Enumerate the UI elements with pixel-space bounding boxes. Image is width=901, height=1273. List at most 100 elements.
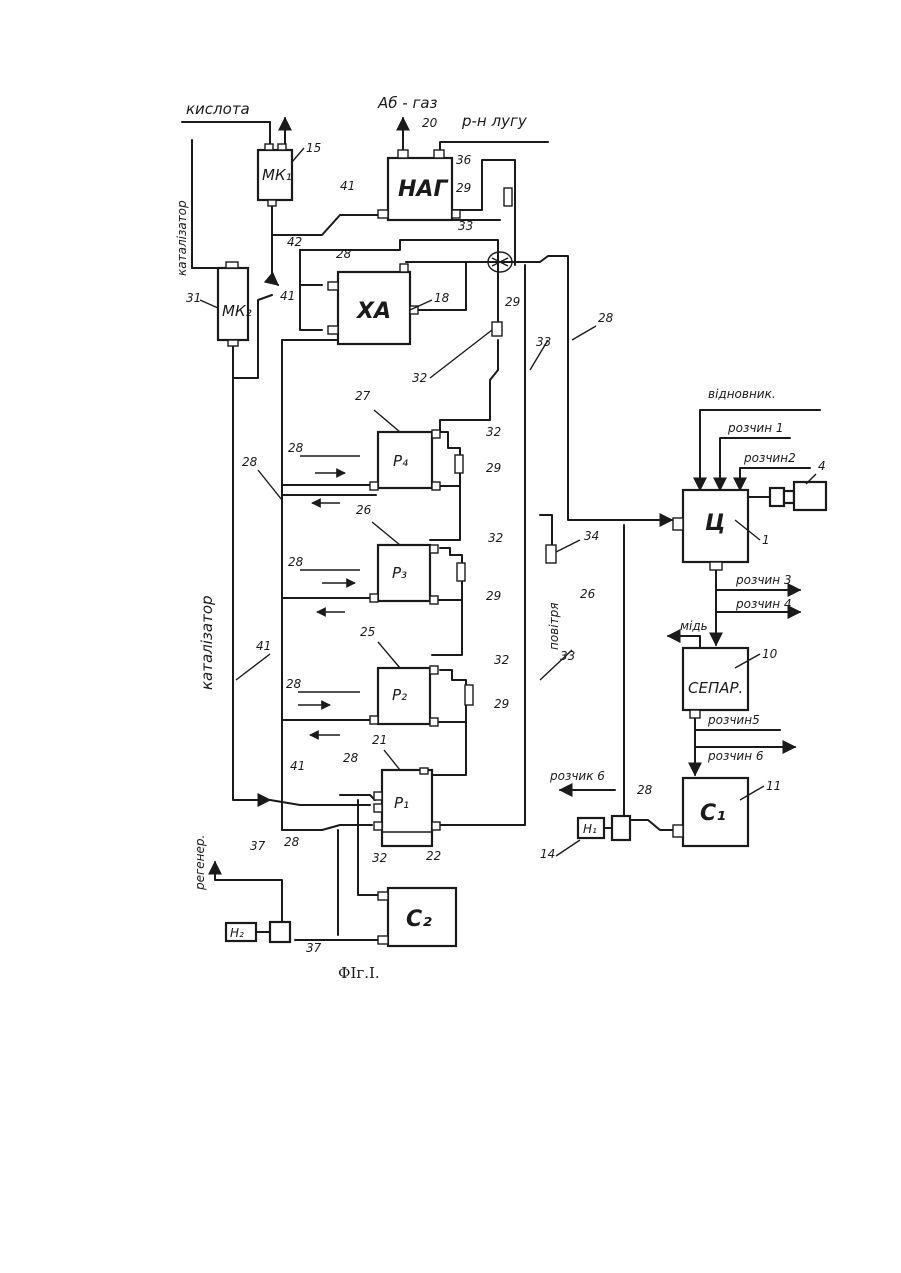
- ref-28b: 28: [288, 441, 304, 455]
- unit-separ: СЕПАР.: [683, 648, 748, 718]
- ts-label: Ц: [705, 511, 725, 536]
- ref-28top: 28: [598, 311, 614, 325]
- air-line-34: [540, 515, 552, 545]
- ref-29e: 29: [494, 697, 509, 711]
- ref-37b: 37: [306, 941, 322, 955]
- line-33-vertical: [440, 265, 525, 825]
- ref-36: 36: [456, 153, 472, 167]
- p3-label: Р₃: [392, 564, 407, 582]
- unit-ts: Ц: [673, 490, 748, 570]
- label-copper: мідь: [680, 619, 708, 633]
- label-rozchyn1: розчин 1: [727, 421, 784, 435]
- ref-41c: 41: [256, 639, 271, 653]
- label-rozchyn5: розчин5: [707, 713, 760, 727]
- p1-side-28: [322, 825, 372, 830]
- unit-xa: ХА: [328, 264, 418, 344]
- ref-32d: 32: [494, 653, 509, 667]
- flowmeter-33: [504, 188, 512, 206]
- c2-label: С₂: [406, 907, 432, 932]
- line-29-xa-p4: [440, 340, 498, 432]
- label-catalyst-mid: каталізатор: [198, 595, 216, 690]
- label-rozchyn2: розчин2: [743, 451, 796, 465]
- ref-32b: 32: [486, 425, 501, 439]
- flowmeter-32-p4: [455, 455, 463, 473]
- ref-33a: 33: [458, 219, 473, 233]
- label-rozchyn4: розчин 4: [735, 597, 792, 611]
- flowmeter-32-p3: [457, 563, 465, 581]
- ref-34: 34: [584, 529, 599, 543]
- ref-25: 25: [360, 625, 375, 639]
- nag-label: НАГ: [398, 177, 448, 202]
- mk2-label: МК₂: [222, 302, 252, 320]
- ref-26: 26: [356, 503, 372, 517]
- catalyst-header-41: [233, 378, 270, 800]
- ref-29c: 29: [486, 461, 501, 475]
- xa-label: ХА: [355, 299, 391, 324]
- p4-to-p3-line: [430, 486, 460, 540]
- separ-label: СЕПАР.: [688, 679, 743, 697]
- ref-11: 11: [766, 779, 781, 793]
- ref-41a: 41: [340, 179, 355, 193]
- ref-31: 31: [186, 291, 201, 305]
- mk1-outlet-line: [272, 205, 278, 285]
- ref-29d: 29: [486, 589, 501, 603]
- label-regener: регенер.: [193, 835, 207, 891]
- flowmeter-32-xa: [492, 322, 502, 336]
- line-41-top: [272, 215, 378, 235]
- ref-29a: 29: [456, 181, 471, 195]
- ref-41d: 41: [290, 759, 305, 773]
- flowmeter-34: [546, 545, 556, 563]
- label-reducer: відновник.: [708, 387, 776, 401]
- unit-c1: С₁: [673, 778, 748, 846]
- label-rozchyn3: розчин 3: [735, 573, 792, 587]
- unit-mk1: МК₁: [258, 144, 292, 206]
- ref-26b: 26: [580, 587, 596, 601]
- label-ab-gaz: Аб - газ: [377, 94, 438, 112]
- unit-p3: Р₃: [370, 545, 438, 604]
- ref-20: 20: [422, 116, 438, 130]
- p4-label: Р₄: [393, 452, 408, 470]
- h1-label: Н₁: [583, 822, 597, 836]
- ref-14: 14: [540, 847, 555, 861]
- p1-label: Р₁: [394, 794, 409, 812]
- figure-caption: ФIг.I.: [338, 964, 380, 982]
- alkali-feed-line: [440, 142, 548, 150]
- header-28-left: [282, 340, 322, 830]
- ref-10: 10: [762, 647, 778, 661]
- p1-feed-41: [270, 800, 370, 805]
- header-28-right: [300, 250, 322, 330]
- p2-label: Р₂: [392, 686, 407, 704]
- ref-28e: 28: [286, 677, 302, 691]
- label-air: повітря: [547, 603, 561, 650]
- ref-28a: 28: [336, 247, 352, 261]
- ref-29b: 29: [505, 295, 520, 309]
- ref-1: 1: [762, 533, 770, 547]
- ref-28g: 28: [284, 835, 300, 849]
- ref-41b: 41: [280, 289, 295, 303]
- unit-mk2: МК₂: [218, 262, 252, 346]
- ref-18: 18: [434, 291, 450, 305]
- acid-feed-line: [182, 122, 270, 150]
- unit-h2: Н₂: [226, 922, 290, 942]
- label-rozchyn6b: розчик 6: [549, 769, 605, 783]
- ref-32a: 32: [412, 371, 427, 385]
- ref-32c: 32: [488, 531, 503, 545]
- p3-to-p2-line: [432, 600, 462, 655]
- unit-p2: Р₂: [370, 666, 438, 726]
- c1-label: С₁: [700, 801, 726, 826]
- unit-h1: Н₁: [578, 816, 630, 840]
- ref-33c: 33: [560, 649, 575, 663]
- h2-regener-line: [215, 862, 282, 925]
- ref-28c: 28: [242, 455, 258, 469]
- nag-right-loop: [452, 160, 515, 265]
- p2-right-loop: [437, 670, 466, 722]
- ref-15: 15: [306, 141, 321, 155]
- unit-c2: С₂: [378, 888, 456, 946]
- unit-p4: Р₄: [370, 430, 440, 490]
- label-acid: кислота: [186, 100, 250, 118]
- ref-28h: 28: [637, 783, 653, 797]
- h2-label: Н₂: [230, 926, 244, 940]
- p2-to-p1-line: [432, 722, 466, 775]
- catalyst-feed-line: [192, 140, 218, 268]
